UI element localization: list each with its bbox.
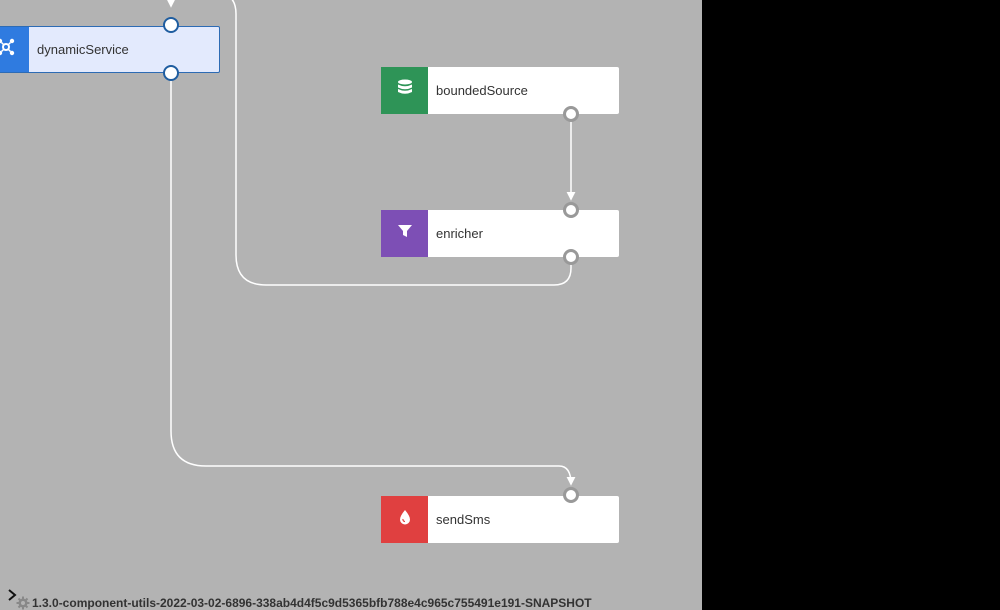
flow-gears-icon <box>0 37 16 62</box>
node-bounded-source[interactable]: boundedSource <box>381 67 619 114</box>
pipeline-canvas[interactable]: dynamicService boundedSource enrich <box>0 0 702 610</box>
version-label-row: 1.3.0-component-utils-2022-03-02-6896-33… <box>16 596 592 610</box>
version-text: 1.3.0-component-utils-2022-03-02-6896-33… <box>32 596 592 610</box>
edge-enricher-to-dynamicservice[interactable] <box>166 0 572 286</box>
node-label: sendSms <box>436 512 491 527</box>
output-port-dynamic-service[interactable] <box>163 65 179 81</box>
pipeline-edges <box>166 0 576 486</box>
drop-icon <box>398 509 412 530</box>
filter-icon <box>397 223 413 244</box>
output-port-enricher[interactable] <box>563 249 579 265</box>
node-label: dynamicService <box>37 42 129 57</box>
gear-icon <box>16 596 30 610</box>
node-send-sms[interactable]: sendSms <box>381 496 619 543</box>
output-port-bounded-source[interactable] <box>563 106 579 122</box>
node-enricher[interactable]: enricher <box>381 210 619 257</box>
input-port-dynamic-service[interactable] <box>163 17 179 33</box>
node-label: boundedSource <box>436 83 528 98</box>
input-port-enricher[interactable] <box>563 202 579 218</box>
node-icon-box <box>381 210 428 257</box>
panel-toggle-button[interactable] <box>4 588 20 606</box>
node-dynamic-service[interactable]: dynamicService <box>0 26 220 73</box>
node-icon-box <box>381 67 428 114</box>
right-panel <box>702 0 1000 610</box>
node-icon-box <box>0 27 29 72</box>
node-label: enricher <box>436 226 483 241</box>
chevron-right-icon <box>7 588 17 607</box>
database-icon <box>396 78 414 103</box>
node-icon-box <box>381 496 428 543</box>
input-port-send-sms[interactable] <box>563 487 579 503</box>
edge-dynamicservice-to-sendsms[interactable] <box>170 81 576 486</box>
